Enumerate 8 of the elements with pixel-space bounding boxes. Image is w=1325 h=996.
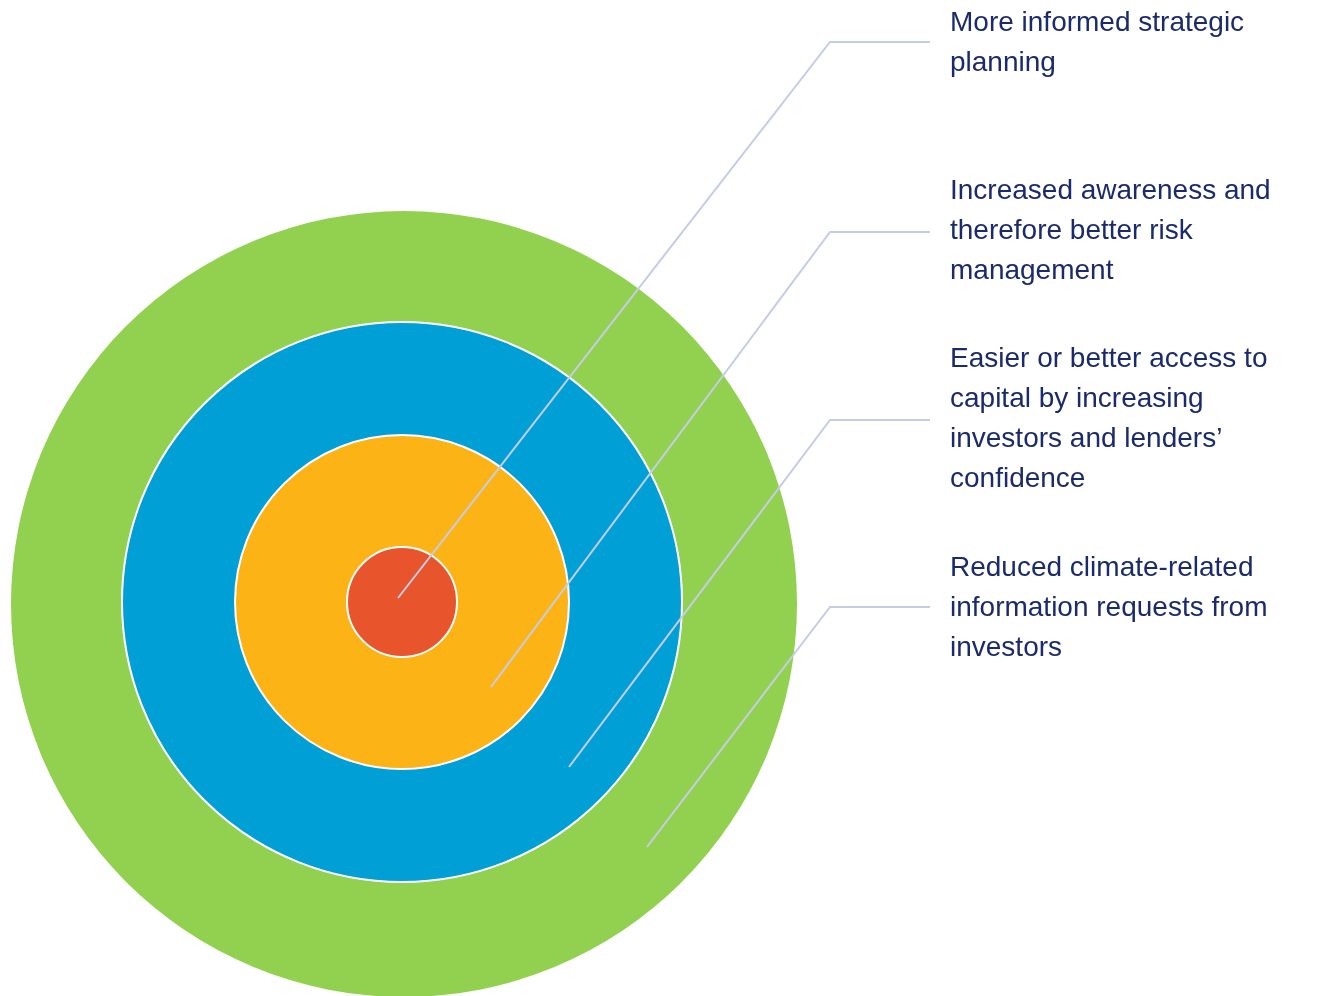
benefit-label: Increased awareness and therefore better risk management <box>950 173 1272 287</box>
benefit-label: More informed strategic planning <box>950 5 1246 79</box>
benefit-label: Easier or better access to capital by increasing investors and lenders’ confidence <box>950 341 1269 495</box>
leader-line <box>397 41 931 599</box>
leader-line <box>568 419 931 768</box>
leader-line <box>490 231 931 688</box>
benefit-label: Reduced climate-related information requests from investors <box>950 550 1269 664</box>
leader-line <box>646 606 931 848</box>
